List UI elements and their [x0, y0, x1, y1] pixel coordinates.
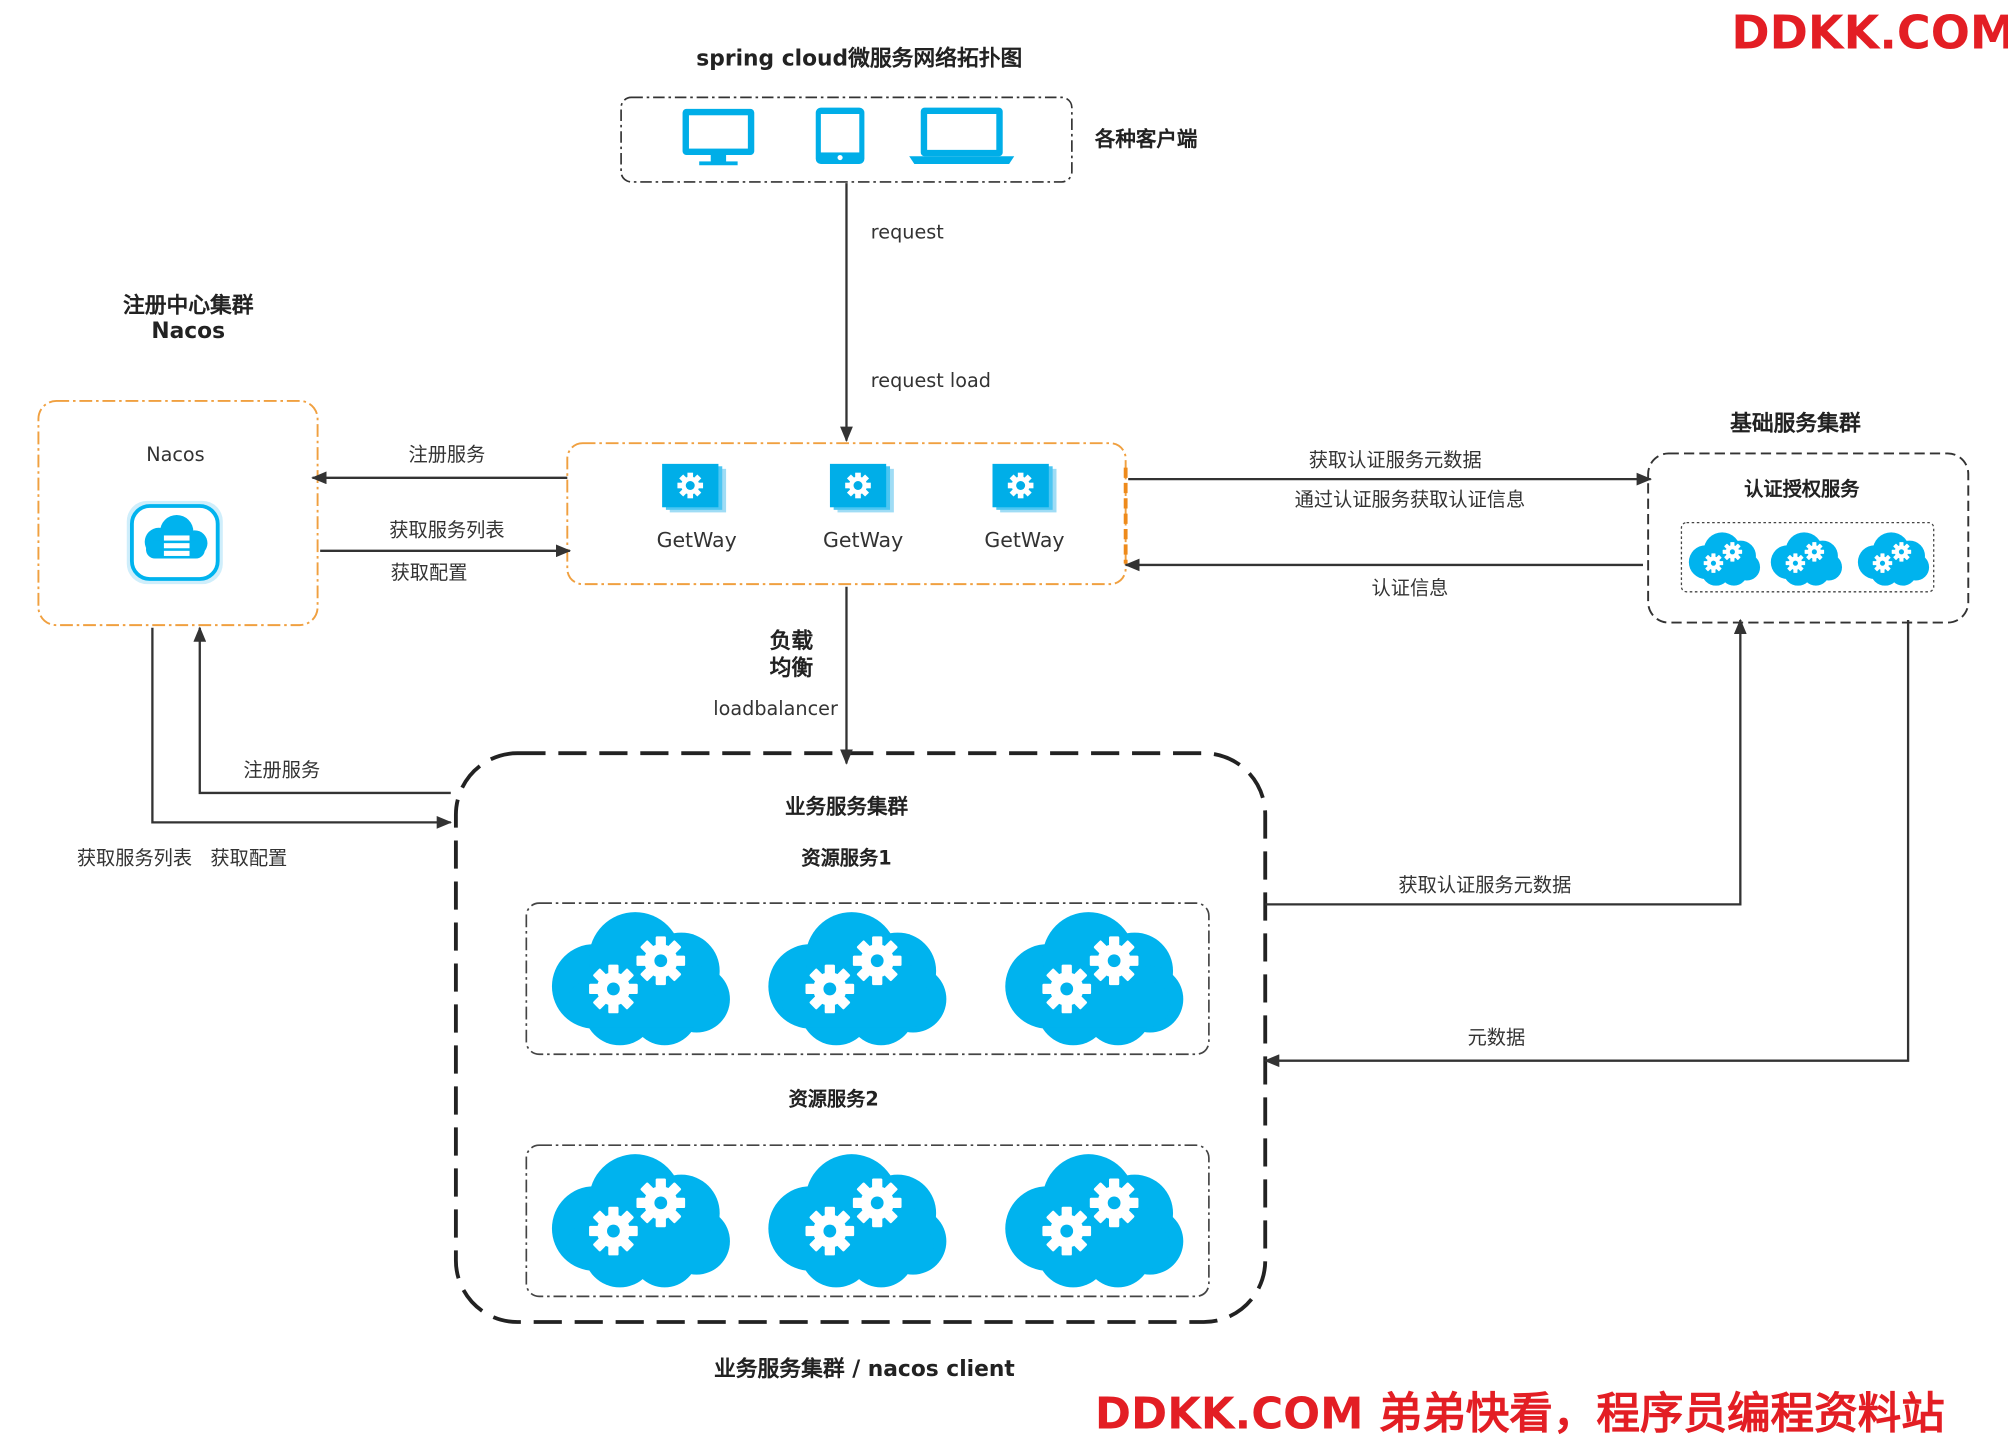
auth-service-title: 认证授权服务 — [1744, 477, 1860, 501]
clients-label: 各种客户端 — [1094, 126, 1198, 152]
monitor-icon — [682, 108, 755, 166]
edge-label-metadata: 元数据 — [1467, 1026, 1526, 1050]
edge-service-list-bottom — [151, 627, 453, 829]
clients-box — [620, 96, 1073, 183]
cloud-gears-icon — [1857, 532, 1930, 586]
gear-gateway-icon — [829, 463, 894, 513]
edge-label-config-top: 获取配置 — [390, 561, 468, 585]
edge-label-request-load: request load — [870, 368, 992, 392]
edge-register-bottom — [193, 626, 451, 795]
cloud-gears-icon — [551, 1154, 730, 1288]
base-cluster-title: 基础服务集群 — [1730, 411, 1861, 437]
business-cluster-title: 业务服务集群 — [784, 794, 908, 819]
edge-label-service-list-bottom: 获取服务列表 获取配置 — [76, 846, 288, 870]
edge-label-register-top: 注册服务 — [408, 443, 486, 467]
gear-gateway-icon — [662, 463, 727, 513]
laptop-icon — [909, 107, 1015, 164]
edge-auth-metadata-bottom — [1265, 618, 1747, 906]
gateway-node-label: GetWay — [984, 527, 1065, 553]
edge-label-request: request — [870, 220, 944, 244]
watermark-top: DDKK.COM — [1731, 7, 2008, 61]
resource2-title: 资源服务2 — [788, 1087, 879, 1111]
edge-label-auth-info-via: 通过认证服务获取认证信息 — [1294, 488, 1526, 512]
gateway-node-label: GetWay — [823, 527, 904, 553]
edge-label-service-list-top: 获取服务列表 — [389, 518, 505, 542]
edge-label-register-bottom: 注册服务 — [243, 758, 321, 782]
edge-metadata — [1263, 620, 1910, 1068]
edge-label-auth-metadata-top: 获取认证服务元数据 — [1308, 448, 1482, 472]
business-cluster-footer: 业务服务集群 / nacos client — [713, 1356, 1015, 1383]
edge-label-loadbalancer: loadbalancer — [713, 696, 838, 720]
resource2-group — [525, 1144, 1210, 1298]
resource1-group — [525, 902, 1210, 1056]
base-cluster-box — [1647, 452, 1970, 624]
edge-label-load-balance: 负载 均衡 — [769, 628, 814, 682]
cloud-gears-icon — [1688, 532, 1761, 586]
auth-service-group — [1680, 522, 1935, 593]
watermark-bottom: DDKK.COM 弟弟快看，程序员编程资料站 — [1094, 1388, 1945, 1440]
business-cluster-box — [453, 751, 1268, 1324]
resource1-title: 资源服务1 — [801, 846, 892, 870]
nacos-node-label: Nacos — [146, 443, 205, 467]
edge-label-auth-metadata-bottom: 获取认证服务元数据 — [1398, 873, 1572, 897]
cloud-gears-icon — [1005, 912, 1184, 1046]
cloud-gears-icon — [1005, 1154, 1184, 1288]
edge-label-auth-info: 认证信息 — [1371, 576, 1449, 600]
gear-gateway-icon — [992, 463, 1057, 513]
nacos-box — [37, 399, 319, 627]
tablet-icon — [815, 107, 865, 164]
gateway-node-label: GetWay — [656, 527, 737, 553]
nacos-cluster-title: 注册中心集群 Nacos — [122, 293, 254, 346]
nacos-server-cloud-icon — [126, 500, 223, 585]
cloud-gears-icon — [768, 1154, 947, 1288]
cloud-gears-icon — [551, 912, 730, 1046]
cloud-gears-icon — [768, 912, 947, 1046]
page-title: spring cloud微服务网络拓扑图 — [696, 46, 1023, 72]
cloud-gears-icon — [1770, 532, 1843, 586]
